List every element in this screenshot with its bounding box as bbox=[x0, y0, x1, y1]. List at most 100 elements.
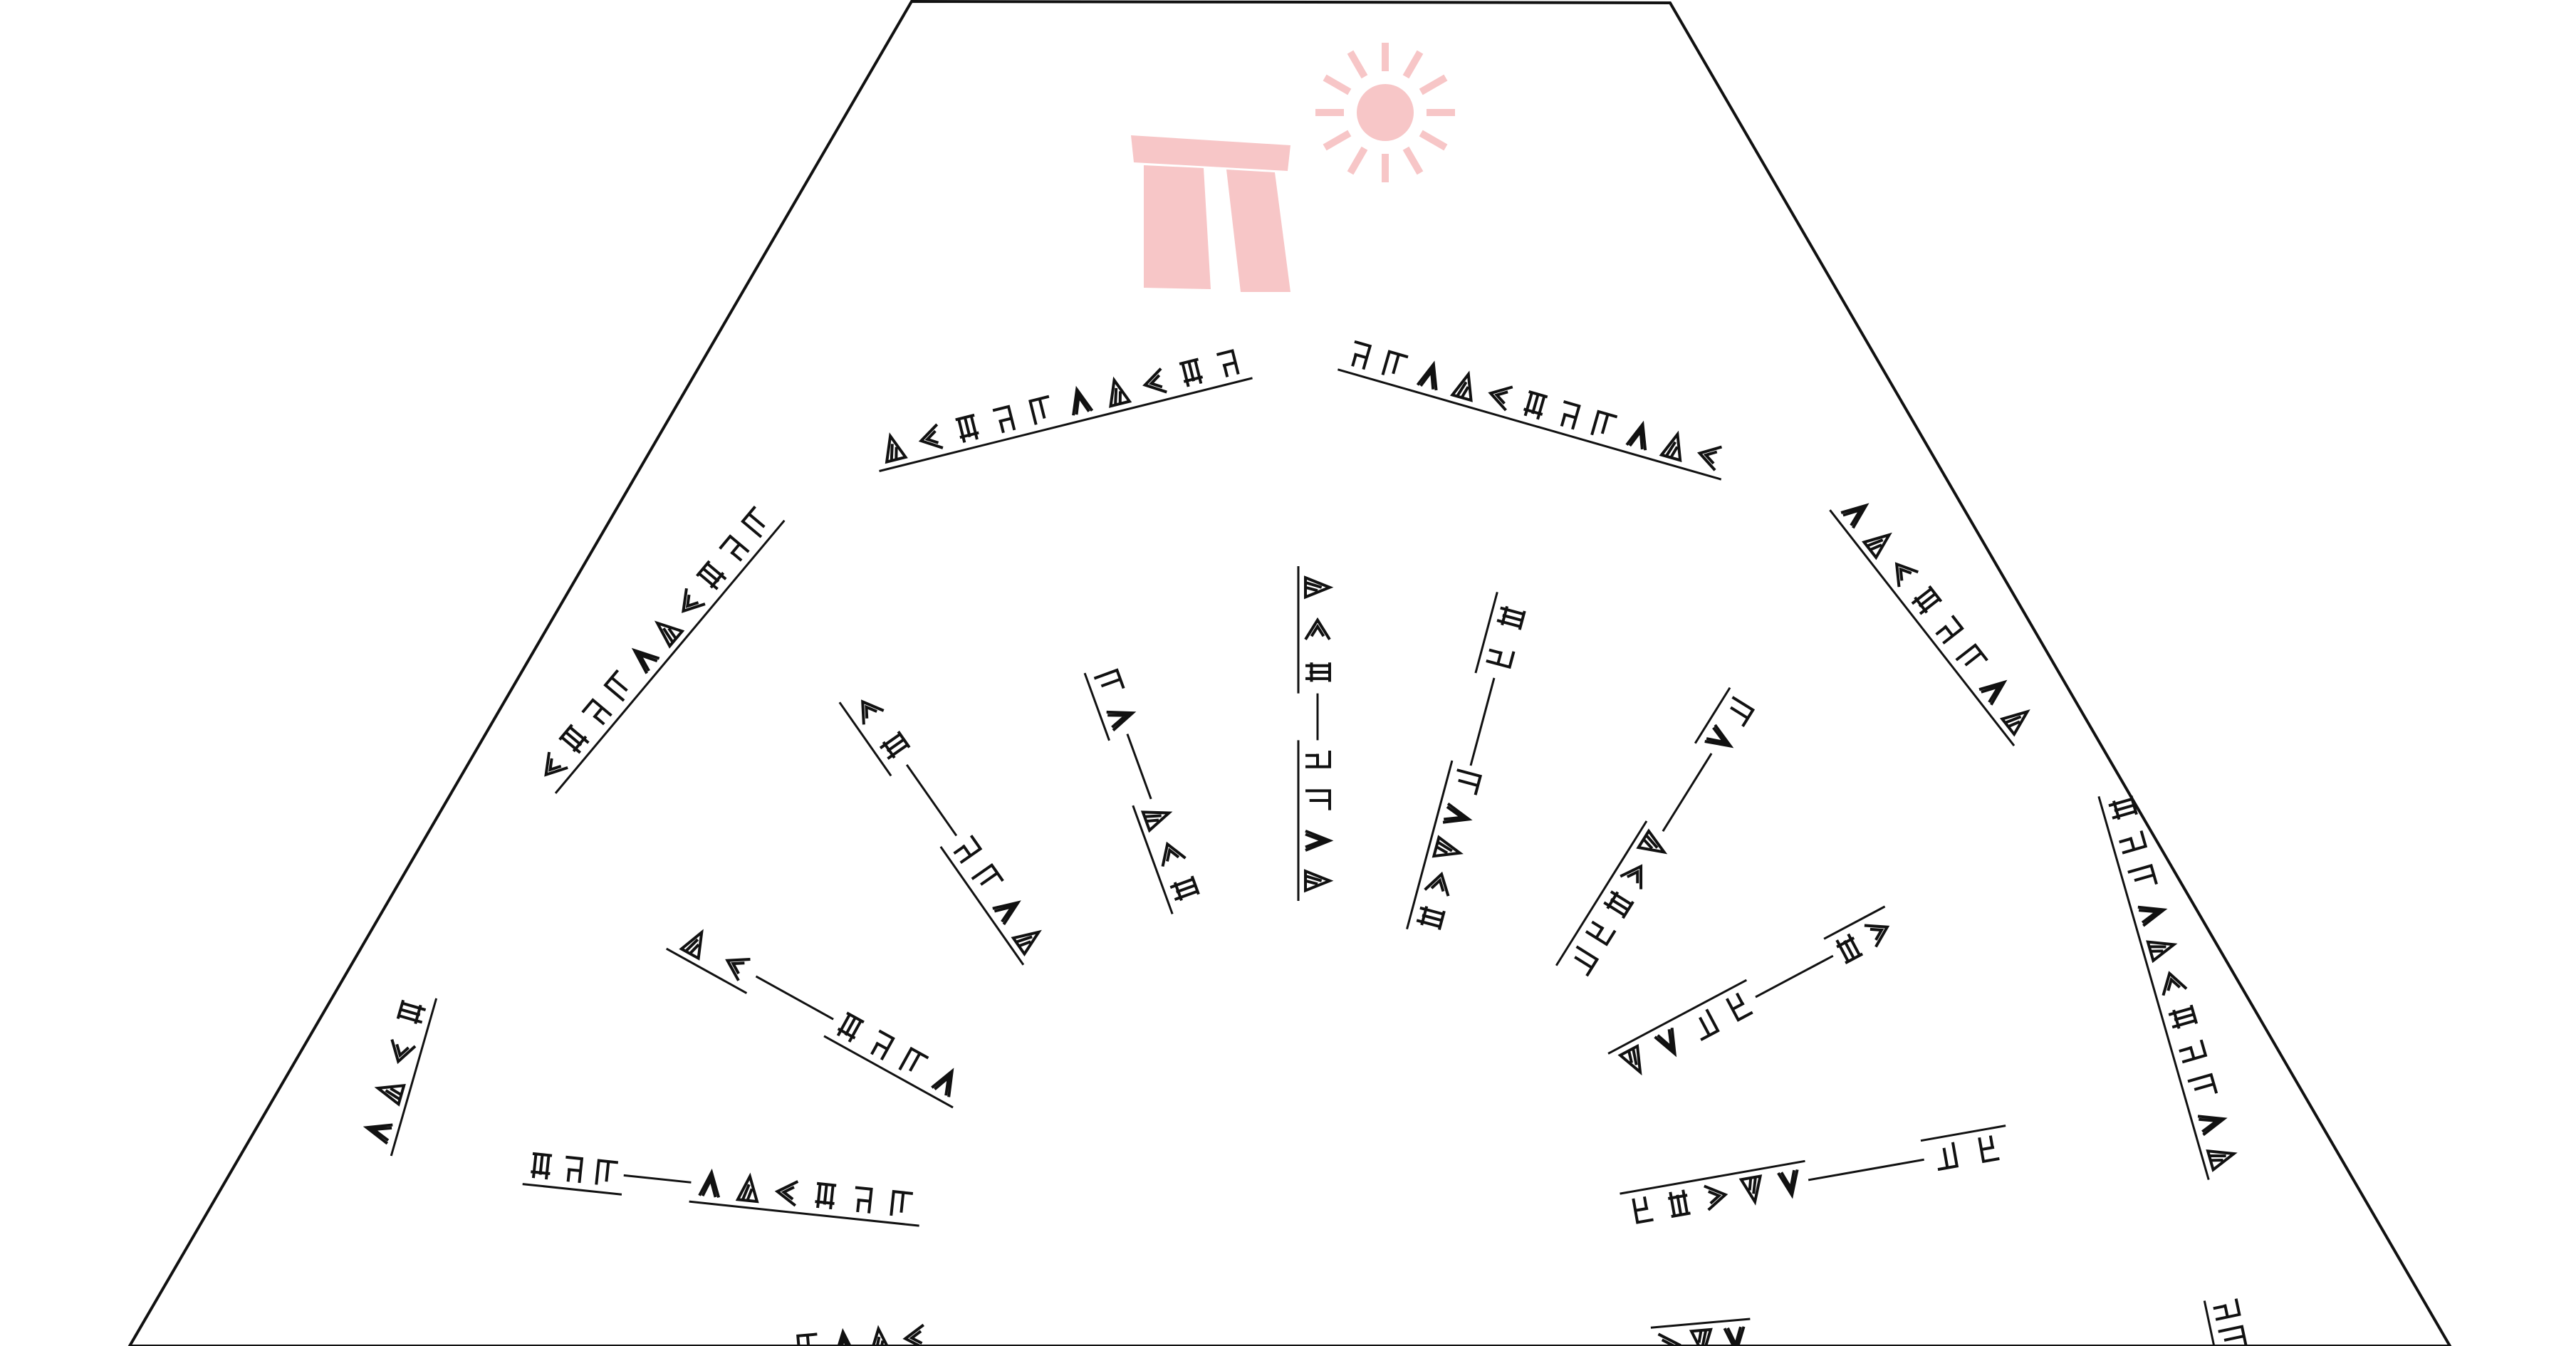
glyph-mark bbox=[1449, 370, 1473, 402]
glyph-mark bbox=[890, 1189, 914, 1216]
glyph-underline bbox=[1555, 820, 1648, 966]
glyph-mark bbox=[374, 1083, 406, 1107]
glyph-mark bbox=[595, 1159, 619, 1185]
glyph-strip bbox=[1337, 340, 1722, 481]
glyph-mark bbox=[1351, 340, 1372, 370]
glyph-mark bbox=[719, 534, 750, 562]
glyph-mark bbox=[390, 1039, 417, 1065]
glyph-mark bbox=[1935, 615, 1964, 645]
glyph-mark bbox=[1486, 648, 1516, 669]
glyph-mark bbox=[1999, 709, 2030, 737]
glyph-mark bbox=[1305, 662, 1331, 682]
glyph-mark bbox=[992, 405, 1016, 434]
glyph-strip bbox=[1650, 1318, 1751, 1346]
glyph-mark bbox=[861, 699, 885, 725]
glyph-mark bbox=[1704, 1184, 1728, 1211]
glyph-mark bbox=[544, 751, 568, 777]
glyph-mark bbox=[1864, 924, 1890, 948]
glyph-mark bbox=[1072, 385, 1094, 416]
glyph-strip bbox=[1083, 668, 1200, 914]
glyph-strip bbox=[2203, 1298, 2248, 1346]
glyph-mark bbox=[869, 1325, 893, 1346]
glyph-mark bbox=[898, 1046, 929, 1072]
glyph-underline bbox=[689, 1200, 919, 1227]
glyph-mark bbox=[1574, 945, 1600, 977]
glyph-underline bbox=[390, 998, 438, 1157]
glyph-mark bbox=[2127, 863, 2158, 885]
glyph-mark bbox=[902, 1323, 927, 1346]
glyph-mark bbox=[1424, 871, 1450, 897]
glyph-mark bbox=[1456, 768, 1483, 795]
sun-ray bbox=[1419, 74, 1448, 95]
glyph-mark bbox=[1106, 710, 1137, 731]
connector-line bbox=[755, 975, 834, 1021]
glyph-mark bbox=[971, 862, 1004, 886]
glyph-mark bbox=[931, 1068, 954, 1097]
glyph-mark bbox=[1620, 864, 1643, 889]
glyph-mark bbox=[1523, 390, 1548, 420]
glyph-mark bbox=[1304, 575, 1334, 600]
glyph-underline bbox=[838, 701, 892, 777]
sun-icon bbox=[1315, 43, 1455, 182]
glyph-underline bbox=[823, 1035, 954, 1109]
glyph-mark bbox=[1416, 360, 1438, 391]
glyph-mark bbox=[1723, 1326, 1746, 1346]
glyph-mark bbox=[1636, 828, 1668, 855]
glyph-mark bbox=[1689, 1327, 1713, 1346]
glyph-strip bbox=[544, 506, 786, 794]
glyph-mark bbox=[1093, 668, 1125, 689]
glyph-underline bbox=[1132, 805, 1174, 914]
glyph-mark bbox=[918, 423, 944, 449]
glyph-mark bbox=[953, 835, 983, 864]
glyph-mark bbox=[796, 1332, 818, 1346]
glyph-underline bbox=[1694, 687, 1731, 744]
glyph-mark bbox=[1978, 1135, 2000, 1164]
glyph-underline bbox=[1920, 1125, 2006, 1142]
glyph-mark bbox=[1140, 810, 1173, 833]
glyph-underline bbox=[666, 947, 748, 994]
glyph-strip bbox=[838, 699, 1042, 966]
glyph-mark bbox=[558, 724, 590, 754]
glyph-mark bbox=[1911, 585, 1943, 615]
glyph-mark bbox=[679, 929, 704, 961]
connector-line bbox=[623, 1174, 692, 1184]
connector-line bbox=[905, 764, 958, 837]
glyph-mark bbox=[774, 1180, 799, 1207]
glyph-mark bbox=[1603, 890, 1634, 919]
connector-line bbox=[1755, 954, 1834, 998]
glyph-mark bbox=[1305, 789, 1331, 810]
glyph-underline bbox=[939, 846, 1025, 966]
glyph-mark bbox=[815, 1181, 837, 1210]
glyph-mark bbox=[1179, 358, 1204, 387]
glyph-strip bbox=[522, 1152, 919, 1227]
glyph-mark bbox=[631, 647, 660, 674]
glyph-strip bbox=[666, 929, 954, 1109]
glyph-strip bbox=[2097, 795, 2238, 1181]
glyph-mark bbox=[1730, 696, 1756, 728]
glyph-strip bbox=[879, 349, 1253, 472]
glyph-underline bbox=[1650, 1318, 1751, 1329]
connector-line bbox=[1808, 1158, 1924, 1181]
glyph-mark bbox=[2168, 1004, 2199, 1029]
glyph-mark bbox=[879, 731, 911, 760]
glyph-mark bbox=[955, 413, 979, 443]
glyph-underline bbox=[1337, 368, 1722, 481]
glyph-mark bbox=[834, 1327, 856, 1346]
glyph-mark bbox=[1560, 400, 1581, 430]
glyph-mark bbox=[855, 1186, 873, 1214]
glyph-mark bbox=[363, 1123, 393, 1145]
glyph-mark bbox=[1442, 802, 1473, 824]
sun-ray bbox=[1402, 146, 1424, 175]
glyph-underline bbox=[1829, 509, 2016, 747]
sun-ray bbox=[1323, 130, 1352, 151]
connector-line bbox=[1126, 734, 1152, 800]
trilithon-icon bbox=[1131, 135, 1290, 292]
glyph-mark bbox=[696, 560, 727, 590]
glyph-mark bbox=[1654, 1027, 1677, 1058]
glyph-mark bbox=[885, 432, 908, 464]
connector-line bbox=[1662, 753, 1713, 832]
glyph-mark bbox=[603, 669, 628, 702]
glyph-mark bbox=[2146, 940, 2178, 964]
glyph-mark bbox=[2206, 1149, 2238, 1172]
